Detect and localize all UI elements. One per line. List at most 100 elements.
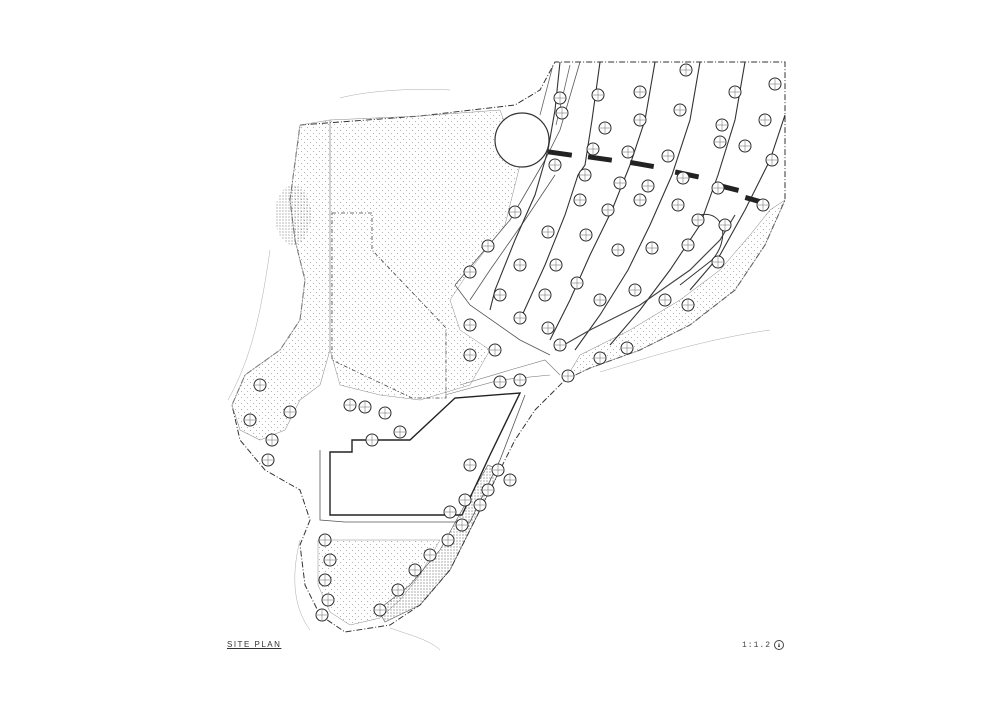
roundabout [494,112,550,168]
tree-crown-mark [588,144,598,154]
tree-crown-mark [660,295,670,305]
tree-crown-mark [323,595,333,605]
tree-crown-mark [555,340,565,350]
scale-note: 1:1.2 [742,640,785,651]
tree-crown-mark [515,260,525,270]
tree-crown-mark [495,290,505,300]
tree-crown-mark [593,90,603,100]
tree-crown-mark [285,407,295,417]
tree-crown-mark [483,241,493,251]
tree-crown-mark [572,278,582,288]
tree-crown-mark [767,155,777,165]
tree-crown-mark [715,137,725,147]
tree-crown-mark [367,435,377,445]
tree-crown-mark [465,350,475,360]
tree-crown-mark [581,230,591,240]
tree-crown-mark [595,353,605,363]
tree-crown-mark [713,183,723,193]
tree-crown-mark [320,535,330,545]
future-building-outline [331,212,447,399]
tree-crown-mark [255,380,265,390]
tree-crown-mark [465,320,475,330]
tree-crown-mark [663,151,673,161]
tree-crown-mark [681,65,691,75]
scale-text: 1:1.2 [742,641,772,651]
tree-crown-mark [445,507,455,517]
tree-crown-mark [683,300,693,310]
tree-crown-mark [730,87,740,97]
tree-crown-mark [580,170,590,180]
tree-crown-mark [622,343,632,353]
tree-crown-mark [678,173,688,183]
tree-crown-mark [515,313,525,323]
tree-crown-mark [543,227,553,237]
tree-crown-mark [758,200,768,210]
tree-crown-mark [245,415,255,425]
central-field-zone [329,109,521,401]
tree-crown-mark [770,79,780,89]
dense-vegetation-patch [275,185,311,245]
tree-crown-mark [675,105,685,115]
tree-crown-mark [600,123,610,133]
east-slope-zone [564,199,786,381]
tree-crown-mark [395,427,405,437]
tree-crown-mark [613,245,623,255]
tree-crown-mark [267,435,277,445]
tree-crown-mark [630,285,640,295]
tree-crown-mark [555,93,565,103]
tree-crown-mark [425,550,435,560]
tree-crown-mark [595,295,605,305]
tree-crown-mark [443,535,453,545]
tree-crown-mark [457,520,467,530]
tree-crown-mark [380,408,390,418]
tree-crown-mark [320,575,330,585]
tree-crown-mark [635,87,645,97]
tree-crown-mark [465,267,475,277]
main-building [329,392,522,516]
building-terrace [319,394,526,523]
north-arrow-icon [774,640,785,650]
tree-crown-mark [550,160,560,170]
tree-crown-mark [557,108,567,118]
tree-crown-mark [635,115,645,125]
tree-crown-mark [603,205,613,215]
tree-crown-mark [615,178,625,188]
tree-crown-mark [475,500,485,510]
tree-crown-mark [515,375,525,385]
tree-crown-mark [635,195,645,205]
tree-crown-mark [717,120,727,130]
tree-crown-mark [720,220,730,230]
tree-crown-mark [505,475,515,485]
tree-crown-mark [393,585,403,595]
tree-crown-mark [460,495,470,505]
tree-crown-mark [495,377,505,387]
tree-crown-mark [345,400,355,410]
tree-crown-mark [483,485,493,495]
contour-lines [227,89,771,651]
tree-crown-mark [540,290,550,300]
tree-crown-mark [647,243,657,253]
tree-crown-mark [643,181,653,191]
tree-crown-mark [490,345,500,355]
tree-crown-mark [760,115,770,125]
tree-crown-mark [683,240,693,250]
tree-crown-mark [740,141,750,151]
tree-crown-mark [563,371,573,381]
west-landscape-zone [231,119,331,441]
tree-crown-mark [693,215,703,225]
tree-crown-mark [465,460,475,470]
tree-crown-mark [410,565,420,575]
tree-group [243,63,782,622]
tree-crown-mark [493,465,503,475]
tree-crown-mark [325,555,335,565]
tree-crown-mark [263,455,273,465]
tree-crown-mark [673,200,683,210]
tree-crown-mark [543,323,553,333]
tree-crown-mark [575,195,585,205]
plan-caption: SITE PLAN [227,640,282,649]
tree-crown-mark [317,610,327,620]
tree-crown-mark [375,605,385,615]
tree-crown-mark [360,402,370,412]
tree-crown-mark [510,207,520,217]
